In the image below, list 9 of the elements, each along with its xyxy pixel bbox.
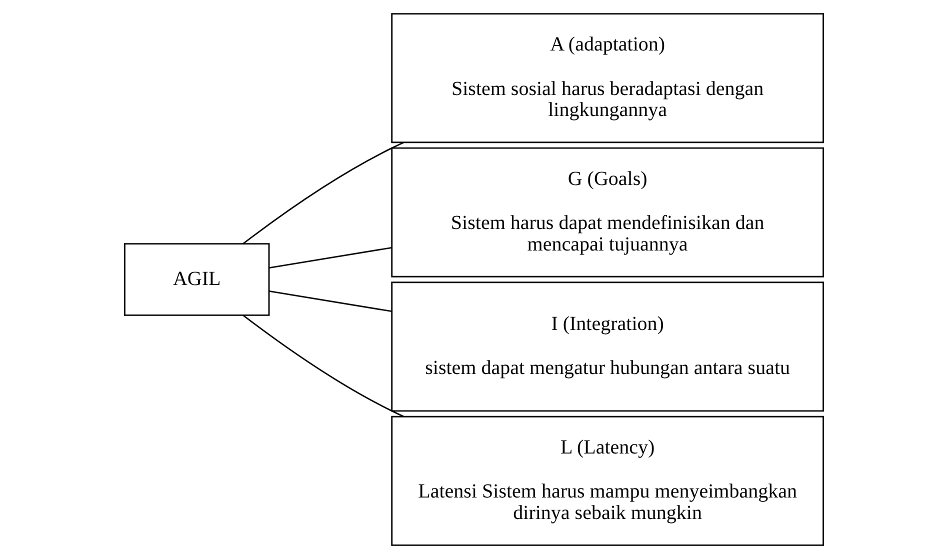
node-box: L (Latency) Latensi Sistem harus mampu menyeimbangkan dirinya sebaik mungkin — [391, 416, 824, 546]
node-box: G (Goals) Sistem harus dapat mendefinisikan dan mencapai tujuannya — [391, 147, 824, 278]
node-box: AGIL — [124, 243, 270, 316]
node-box: A (adaptation) Sistem sosial harus beradaptasi dengan lingkungannya — [391, 13, 824, 144]
connector — [242, 142, 404, 244]
connector — [269, 290, 392, 312]
connector — [242, 314, 404, 418]
node-box: I (Integration) sistem dapat mengatur hubungan antara suatu — [391, 282, 824, 412]
connector — [269, 246, 392, 268]
